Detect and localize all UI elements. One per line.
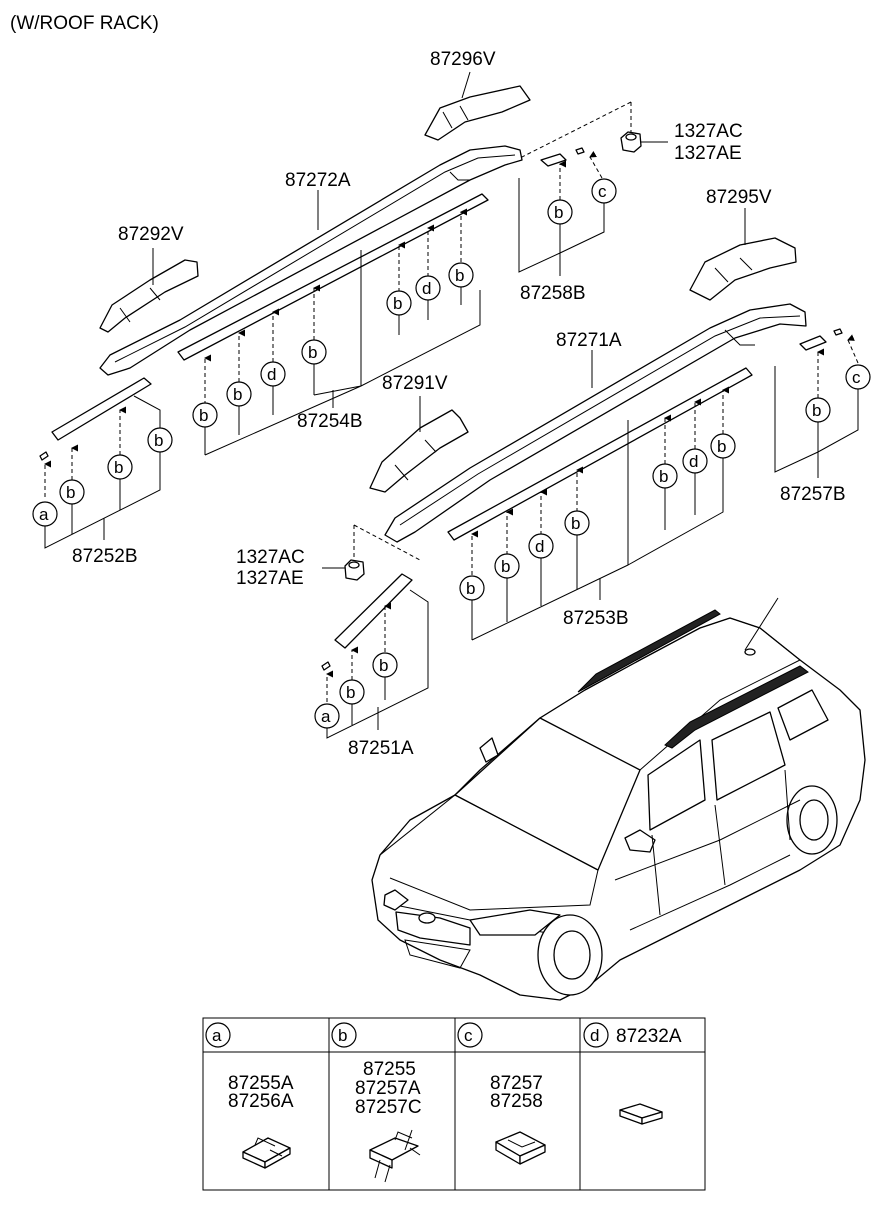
clip-b-drawing bbox=[369, 1129, 421, 1183]
trim-strip-87252B: a b b b bbox=[32, 377, 173, 549]
clip-b: b bbox=[379, 656, 388, 675]
legend-letter-c: c bbox=[464, 1026, 473, 1045]
trim-strip-87254B bbox=[177, 193, 489, 361]
legend-a-part-1: 87255A bbox=[228, 1073, 294, 1094]
clips-87253B: b b d b b d b bbox=[459, 386, 736, 641]
label-87251A: 87251A bbox=[348, 738, 414, 759]
clip-b: b bbox=[554, 203, 563, 222]
bracket-87258B: b c bbox=[518, 147, 617, 276]
label-87292V: 87292V bbox=[118, 224, 184, 245]
label-87257B: 87257B bbox=[780, 484, 846, 505]
nut-top bbox=[620, 131, 642, 153]
clip-a: a bbox=[321, 707, 331, 726]
clip-a: a bbox=[39, 505, 49, 524]
label-87253B: 87253B bbox=[563, 608, 629, 629]
label-87296V: 87296V bbox=[430, 49, 496, 70]
label-87291V: 87291V bbox=[382, 373, 448, 394]
clip-b: b bbox=[154, 431, 163, 450]
legend-table: a b c d 87232A 87255A 87256A 87255 87257… bbox=[202, 1017, 706, 1191]
clip-b: b bbox=[501, 557, 510, 576]
clip-d: d bbox=[535, 537, 544, 556]
clip-b: b bbox=[114, 458, 123, 477]
legend-letter-a: a bbox=[212, 1026, 222, 1045]
roof-rail-87272A bbox=[99, 145, 523, 376]
diagram-title: (W/ROOF RACK) bbox=[10, 13, 159, 34]
end-cap-87292V bbox=[99, 259, 199, 333]
legend-b-part-3: 87257C bbox=[355, 1097, 422, 1118]
legend-c-part-1: 87257 bbox=[490, 1073, 543, 1094]
pad-d-drawing bbox=[619, 1103, 663, 1125]
clip-b: b bbox=[571, 514, 580, 533]
clip-a-drawing bbox=[242, 1137, 291, 1169]
legend-letter-d: d bbox=[590, 1026, 599, 1045]
label-1327AC-top: 1327AC bbox=[674, 121, 743, 142]
trim-strip-87251A: a b b bbox=[314, 573, 429, 739]
legend-c-part-2: 87258 bbox=[490, 1091, 543, 1112]
label-87295V: 87295V bbox=[706, 187, 772, 208]
clip-b: b bbox=[393, 294, 402, 313]
clips-87254B: b b d b b d b bbox=[192, 208, 481, 456]
label-87258B: 87258B bbox=[520, 283, 586, 304]
label-87254B: 87254B bbox=[297, 411, 363, 432]
clip-d: d bbox=[689, 452, 698, 471]
clip-b: b bbox=[199, 406, 208, 425]
clip-d: d bbox=[422, 279, 431, 298]
end-cap-87295V bbox=[689, 237, 797, 301]
bracket-87257B: b c bbox=[774, 328, 871, 478]
legend-b-part-1: 87255 bbox=[363, 1059, 416, 1080]
clip-c: c bbox=[598, 182, 607, 201]
label-1327AC-lower: 1327AC bbox=[236, 547, 305, 568]
end-cap-87291V bbox=[369, 409, 469, 493]
legend-letter-b: b bbox=[338, 1026, 347, 1045]
nut-lower bbox=[344, 559, 365, 581]
clip-d: d bbox=[267, 365, 276, 384]
clip-b: b bbox=[308, 343, 317, 362]
legend-d-part: 87232A bbox=[616, 1026, 682, 1047]
end-cap-87296V bbox=[424, 85, 531, 141]
clip-b: b bbox=[812, 401, 821, 420]
clip-b: b bbox=[717, 437, 726, 456]
label-87272A: 87272A bbox=[285, 170, 351, 191]
label-1327AE-lower: 1327AE bbox=[236, 568, 304, 589]
legend-a-part-2: 87256A bbox=[228, 1091, 294, 1112]
clip-b: b bbox=[66, 483, 75, 502]
clip-b: b bbox=[466, 579, 475, 598]
trim-strip-87253B bbox=[447, 367, 753, 541]
clip-c-drawing bbox=[495, 1131, 546, 1165]
clip-b: b bbox=[659, 467, 668, 486]
clip-b: b bbox=[455, 266, 464, 285]
vehicle-illustration bbox=[371, 597, 866, 1001]
label-87252B: 87252B bbox=[72, 546, 138, 567]
label-1327AE-top: 1327AE bbox=[674, 143, 742, 164]
clip-c: c bbox=[852, 368, 861, 387]
legend-b-part-2: 87257A bbox=[355, 1078, 421, 1099]
clip-b: b bbox=[346, 683, 355, 702]
roof-rail-87271A bbox=[384, 303, 807, 543]
label-87271A: 87271A bbox=[556, 330, 622, 351]
clip-b: b bbox=[233, 385, 242, 404]
